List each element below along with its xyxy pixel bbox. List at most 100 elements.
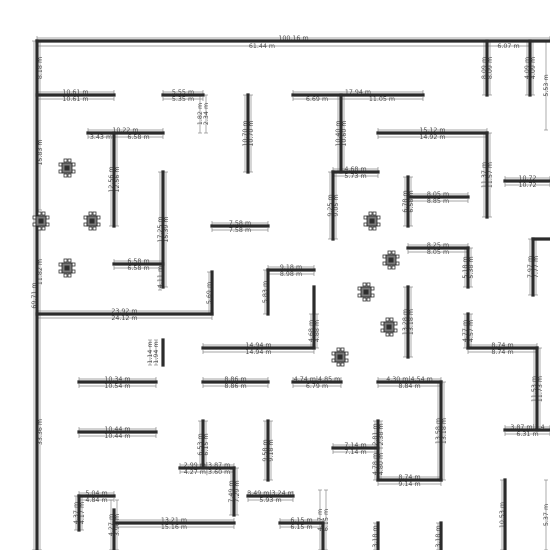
dimension-label: 3.43 m (90, 134, 112, 141)
chair-icon (71, 169, 76, 174)
chair-icon (380, 328, 385, 333)
dimension-label: 3.18 m (372, 525, 379, 547)
dimension-label: 11.37 m (481, 162, 488, 188)
dimension-horizontal: 6.58 m (113, 265, 164, 272)
dimension-label: 4.37 m (73, 502, 80, 524)
dimension-label: 8.74 m (491, 342, 513, 349)
dimension-label: 11.53 m (531, 376, 538, 402)
dimension-vertical: 2.34 m (203, 94, 210, 134)
dimension-label: 4.27 m (108, 514, 115, 536)
dimension-label: 15.83 m (37, 139, 44, 165)
dimension-label: 1.94 m (153, 341, 160, 363)
chair-icon (389, 317, 394, 322)
dimension-horizontal: 8.98 m (267, 271, 315, 278)
dimension-label: 7.14 m (344, 449, 366, 456)
dimension-label: 13.18 m (441, 418, 448, 444)
chair-icon (336, 347, 341, 352)
dimension-label: 3.49 m|3.24 m (247, 490, 293, 497)
chair-icon (391, 250, 396, 255)
dimension-label: 4.80 m (378, 453, 385, 475)
dimension-horizontal: 6.15 m (279, 517, 324, 524)
chair-icon (37, 211, 42, 216)
dimension-vertical: 4.27 m (108, 499, 115, 550)
dimension-label: 9.25 m (327, 194, 334, 216)
chair-icon (368, 226, 373, 231)
dimension-vertical: 9.18 m (268, 420, 275, 481)
dimension-label: 14.94 m (245, 349, 271, 356)
dimension-label: 8.05 m (427, 249, 449, 256)
dimension-label: 15.16 m (161, 524, 187, 531)
dimension-horizontal: 10.44 m (78, 433, 157, 440)
chair-icon (67, 158, 72, 163)
dimension-label: 9.14 m (398, 481, 420, 488)
dimension-label: 3.96 m (114, 514, 121, 536)
dimension-label: 11.57 m (487, 162, 494, 188)
chair-icon (380, 321, 385, 326)
chair-icon (368, 211, 373, 216)
chair-icon (32, 222, 37, 227)
dimension-label: 6.58 m (127, 265, 149, 272)
dimension-label: 7.58 m (229, 227, 251, 234)
dimension-horizontal: 6.07 m (486, 43, 531, 50)
dimension-horizontal: 10.72 (504, 175, 550, 182)
dimension-label: 10.44 m (104, 426, 130, 433)
chair-icon (340, 347, 345, 352)
chair-icon (385, 317, 390, 322)
dimension-vertical: 9.25 m (327, 171, 334, 240)
dimension-horizontal: 6.79 m (292, 383, 342, 390)
dimension-horizontal: 8.84 m (377, 383, 442, 390)
dimension-label: 14.94 m (245, 342, 271, 349)
dimension-label: 4.78 m (372, 453, 379, 475)
dimension-label: 5.93 m (259, 497, 281, 504)
table-center-icon (64, 165, 70, 171)
dimension-horizontal: 7.58 m (211, 227, 269, 234)
chair-icon (382, 261, 387, 266)
dimension-horizontal: 24.12 m (36, 315, 213, 322)
dimension-label: 2.99 m|3.87 m (184, 462, 230, 469)
chair-icon (45, 215, 50, 220)
dimension-horizontal: 5.55 m (162, 89, 204, 96)
dimension-label: 4.09 m (530, 57, 537, 79)
dimension-label: 8.09 m (487, 57, 494, 79)
dimension-label: 9.58 m (262, 439, 269, 461)
chair-icon (63, 258, 68, 263)
chair-icon (32, 215, 37, 220)
dimension-horizontal: 100.16 m (36, 35, 550, 42)
dimension-horizontal: 6.69 m (292, 96, 342, 103)
chair-icon (382, 254, 387, 259)
chair-icon (331, 358, 336, 363)
dimension-label: 12.56 m (108, 166, 115, 192)
chair-icon (67, 258, 72, 263)
dimension-vertical: 1.14 m (147, 339, 154, 366)
dimension-label: 4.27 m|3.60 m (184, 469, 230, 476)
dimension-vertical: 3.18 m (372, 522, 379, 550)
dimension-label: 5.83 m (262, 281, 269, 303)
table-with-chairs-icon (380, 317, 398, 337)
table-center-icon (337, 354, 343, 360)
dimension-horizontal: 8.25 m (407, 242, 469, 249)
dimension-horizontal: 15.16 m (113, 524, 235, 531)
dimension-label: 61.44 m (249, 43, 275, 50)
chair-icon (357, 293, 362, 298)
dimension-label: 8.85 m (427, 198, 449, 205)
dimension-label: 5.04 m (85, 490, 107, 497)
dimension-label: 5.37 m (543, 504, 550, 526)
dimension-label: 69.71 m (31, 282, 38, 308)
dimension-label: 4.09 m (524, 57, 531, 79)
chair-icon (336, 362, 341, 367)
dimension-horizontal: 5.35 m (162, 96, 204, 103)
dimension-vertical: 9.58 m (262, 420, 269, 481)
dimension-label: 8.05 m (427, 191, 449, 198)
wall-layer (35, 39, 550, 550)
dimension-label: 2.34 m (203, 103, 210, 125)
dimension-label: 10.54 m (104, 383, 130, 390)
dimension-horizontal: 8.86 m (202, 383, 269, 390)
dimension-label: 10.40 m (335, 120, 342, 146)
dimension-horizontal: 14.94 m (202, 349, 315, 356)
dimension-label: 6.58 m (127, 134, 149, 141)
dimension-vertical: 5.53 m (543, 40, 550, 131)
dimension-vertical: 1.94 m (153, 339, 160, 366)
dimension-horizontal: 17.94 m (292, 89, 424, 96)
dimension-vertical: 10.53 m (499, 479, 506, 550)
dimension-label: 13.21 m (161, 517, 187, 524)
